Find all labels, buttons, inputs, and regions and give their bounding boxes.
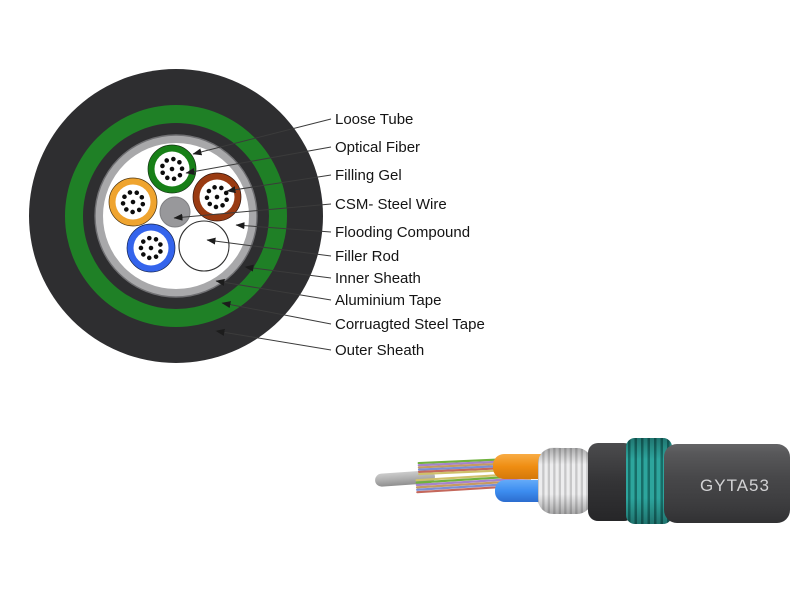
loose-tube-blue: [126, 223, 176, 273]
leader-line-aluminium-tape: [215, 278, 332, 301]
leader-line-inner-sheath: [244, 264, 332, 279]
steel-tape-spiral: [626, 438, 672, 524]
label-inner-sheath: Inner Sheath: [335, 270, 421, 287]
leader-line-loose-tube: [192, 118, 332, 156]
label-flooding-compound: Flooding Compound: [335, 224, 470, 241]
label-csm-steel-wire: CSM- Steel Wire: [335, 196, 447, 213]
cable-3d-figure: GYTA53: [375, 438, 790, 524]
leader-line-filler-rod: [206, 237, 332, 257]
leader-lines: [173, 118, 332, 351]
label-filling-gel: Filling Gel: [335, 167, 402, 184]
leader-line-csm-steel-wire: [173, 203, 332, 221]
inner-jacket-section: [588, 443, 634, 521]
leader-line-outer-sheath: [215, 328, 332, 351]
loose-tube-orange: [108, 177, 158, 227]
leader-line-flooding-compound: [235, 222, 332, 233]
label-outer-sheath: Outer Sheath: [335, 342, 424, 359]
label-filler-rod: Filler Rod: [335, 248, 399, 265]
label-optical-fiber: Optical Fiber: [335, 139, 420, 156]
outer-jacket: [664, 444, 790, 523]
leader-line-filling-gel: [226, 174, 332, 194]
loose-tube-brown: [192, 172, 242, 222]
label-aluminium-tape: Aluminium Tape: [335, 292, 441, 309]
leader-line-optical-fiber: [185, 146, 332, 175]
cable-model-label: GYTA53: [700, 476, 770, 495]
label-corrugated-steel-tape: Corruagted Steel Tape: [335, 316, 485, 333]
cross-section-figure: Loose Tube Optical Fiber Filling Gel CSM…: [29, 69, 485, 363]
csm-steel-wire: [159, 196, 191, 228]
corrugated-armor-wrap: [538, 448, 592, 514]
leader-line-corrugated-steel-tape: [221, 301, 332, 325]
loose-tube-green: [147, 144, 197, 194]
filler-rod: [178, 220, 230, 272]
part-labels: Loose Tube Optical Fiber Filling Gel CSM…: [335, 111, 485, 359]
label-loose-tube: Loose Tube: [335, 111, 413, 128]
